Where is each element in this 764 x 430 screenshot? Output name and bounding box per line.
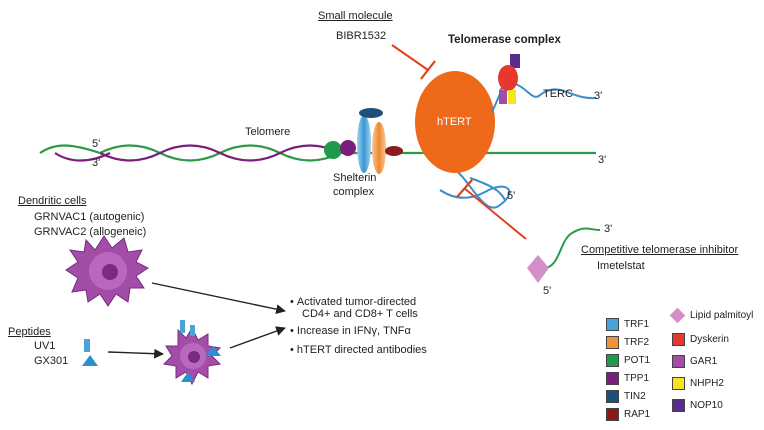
outcome-2: Increase in IFNγ, TNFα <box>290 325 411 338</box>
terc-rna-lower <box>469 177 506 201</box>
htert-enzyme <box>415 71 495 173</box>
telomerase-accessory <box>498 54 520 104</box>
bibr-inhibit-bar <box>420 60 436 80</box>
imetelstat-inhibit-line <box>463 187 527 240</box>
telomere-3prime: 3' <box>92 157 101 169</box>
outcome-1: Activated tumor-directed <box>290 296 416 309</box>
legend-tpp1-label: TPP1 <box>624 373 650 384</box>
grnvac2-label: GRNVAC2 (allogeneic) <box>34 226 147 238</box>
bibr-label: BIBR1532 <box>336 30 387 42</box>
grnvac1-label: GRNVAC1 (autogenic) <box>34 211 145 223</box>
legend-rap1-label: RAP1 <box>624 409 651 420</box>
htert-label: hTERT <box>437 116 472 128</box>
telomere-strand-green-2 <box>39 144 101 155</box>
peptide-arrow <box>107 348 164 359</box>
rap1-protein <box>385 146 403 156</box>
legend-pot1-label: POT1 <box>624 355 651 366</box>
gx301-peptide-icon <box>82 355 98 366</box>
gar1-protein <box>499 90 507 104</box>
legend-lipid-label: Lipid palmitoyl <box>690 310 754 321</box>
legend-nhph2-swatch <box>672 377 685 390</box>
legend-gar1-swatch <box>672 355 685 368</box>
imetelstat-inhibit-bar <box>456 179 473 198</box>
shelterin-proteins <box>324 108 403 174</box>
nhph2-protein <box>508 90 516 104</box>
pot1-protein <box>324 141 342 159</box>
telomere-strand-purple-2 <box>54 152 111 162</box>
legend-trf2-swatch <box>606 336 619 349</box>
legend-gar1-label: GAR1 <box>690 356 718 367</box>
uv1-peptide-icon <box>84 339 90 352</box>
htert-5prime: 5' <box>507 190 516 202</box>
legend-tin2-label: TIN2 <box>624 391 646 402</box>
tin2-protein <box>359 108 383 118</box>
telomere-label: Telomere <box>245 126 291 138</box>
telomere-5prime: 5' <box>92 138 101 150</box>
telomere-dna <box>39 144 596 162</box>
imetelstat-3prime: 3' <box>604 223 613 235</box>
legend-pot1-swatch <box>606 354 619 367</box>
telomerase-complex-title: Telomerase complex <box>448 34 561 46</box>
legend-trf2-label: TRF2 <box>624 337 649 348</box>
outcome-1b: CD4+ and CD8+ T cells <box>302 308 418 320</box>
legend-tpp1-swatch <box>606 372 619 385</box>
gx301-label: GX301 <box>34 355 69 367</box>
lipid-palmitoyl-diamond <box>527 255 549 283</box>
trf2-protein <box>372 122 386 174</box>
shelterin-label-1: Shelterin <box>333 172 377 184</box>
small-dc-arrow <box>229 326 286 349</box>
small-molecule-label: Small molecule <box>318 10 393 22</box>
telomere-strand-purple <box>99 144 341 162</box>
legend-trf1-label: TRF1 <box>624 319 649 330</box>
trf1-protein <box>357 115 371 173</box>
legend-nop10-label: NOP10 <box>690 400 723 411</box>
dc-arrow <box>151 282 286 314</box>
duplex-3prime: 3' <box>598 154 607 166</box>
legend-rap1-swatch <box>606 408 619 421</box>
legend-trf1-swatch <box>606 318 619 331</box>
imetelstat-strand <box>545 227 601 269</box>
imetelstat-5prime: 5' <box>543 285 552 297</box>
peptides-heading: Peptides <box>8 326 51 338</box>
imetelstat-label: Imetelstat <box>597 260 645 272</box>
legend-tin2-swatch <box>606 390 619 403</box>
nop10-protein <box>510 54 520 68</box>
shelterin-label-2: complex <box>333 186 374 198</box>
dendritic-cells-heading: Dendritic cells <box>18 195 87 207</box>
bibr-inhibit-line <box>391 44 429 71</box>
terc-label: TERC <box>543 88 573 100</box>
uv1-label: UV1 <box>34 340 56 352</box>
competitive-inhibitor-heading: Competitive telomerase inhibitor <box>581 244 739 256</box>
tpp1-protein <box>340 140 356 156</box>
terc-3prime: 3' <box>594 90 603 102</box>
legend-dyskerin-swatch <box>672 333 685 346</box>
legend-dyskerin-label: Dyskerin <box>690 334 729 345</box>
outcome-3: hTERT directed antibodies <box>290 344 427 357</box>
dyskerin-protein <box>498 65 518 91</box>
legend-nhph2-label: NHPH2 <box>690 378 724 389</box>
dendritic-cell-large <box>65 235 149 307</box>
legend-nop10-swatch <box>672 399 685 412</box>
dendritic-cell-small <box>162 320 222 386</box>
